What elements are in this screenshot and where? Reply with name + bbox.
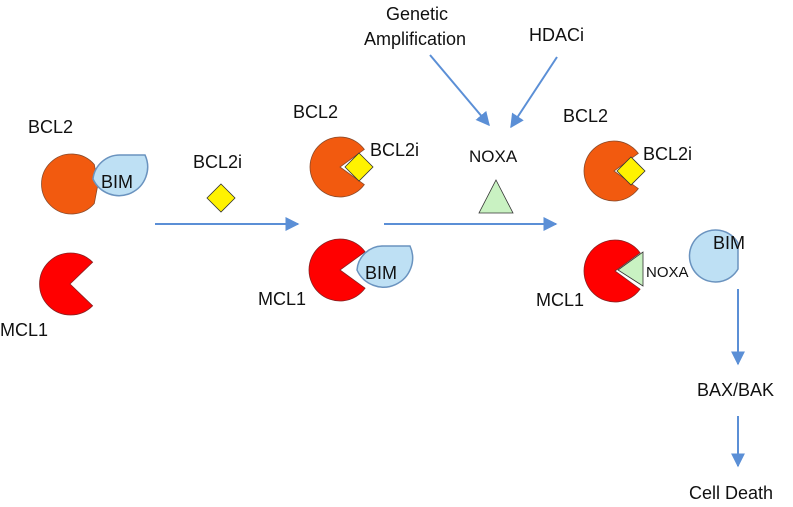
stage2-mcl1-label: MCL1	[258, 289, 306, 309]
stage2-bim-label: BIM	[365, 263, 397, 283]
stage1-bcl2-label: BCL2	[28, 117, 73, 137]
stage3-bcl2i-label: BCL2i	[643, 144, 692, 164]
arrow-genetic-to-noxa	[429, 54, 490, 127]
stage1-mcl1-label: MCL1	[0, 320, 48, 340]
stage1-bim-label: BIM	[101, 172, 133, 192]
stage2-bcl2-protein	[309, 136, 365, 198]
bax-bak-label: BAX/BAK	[697, 380, 774, 400]
noxa-triangle	[478, 179, 514, 214]
noxa-label: NOXA	[469, 147, 518, 166]
cell-death-label: Cell Death	[689, 483, 773, 503]
stage3-bcl2-protein	[583, 140, 639, 202]
arrow-hdaci-to-noxa	[510, 56, 558, 129]
stage3-mcl1-label: MCL1	[536, 290, 584, 310]
stage3-bcl2i-inhibitor	[616, 156, 646, 186]
stage2-bcl2-label: BCL2	[293, 102, 338, 122]
stage2-bcl2i-label: BCL2i	[370, 140, 419, 160]
hdaci-label: HDACi	[529, 25, 584, 45]
stage2-bcl2i-inhibitor	[344, 152, 374, 182]
stage2-mcl1-protein	[308, 238, 366, 302]
stage3-free-bim-protein	[688, 229, 739, 283]
stage3-noxa-bound	[617, 251, 644, 287]
genetic-label-line2: Amplification	[364, 29, 466, 49]
stage1-mcl1-protein	[39, 252, 94, 316]
stage1-bim-protein	[92, 154, 149, 197]
stage3-noxa-label: NOXA	[646, 264, 689, 281]
stage3-mcl1-protein	[583, 239, 641, 303]
stage2-bim-protein	[356, 245, 414, 288]
genetic-label-line1: Genetic	[386, 4, 448, 24]
bcl2i-inhibitor-diamond	[206, 183, 236, 213]
drug-label: BCL2i	[193, 152, 242, 172]
stage3-bim-label: BIM	[713, 233, 745, 253]
stage3-bcl2-label: BCL2	[563, 106, 608, 126]
stage1-bcl2-protein	[41, 153, 99, 215]
